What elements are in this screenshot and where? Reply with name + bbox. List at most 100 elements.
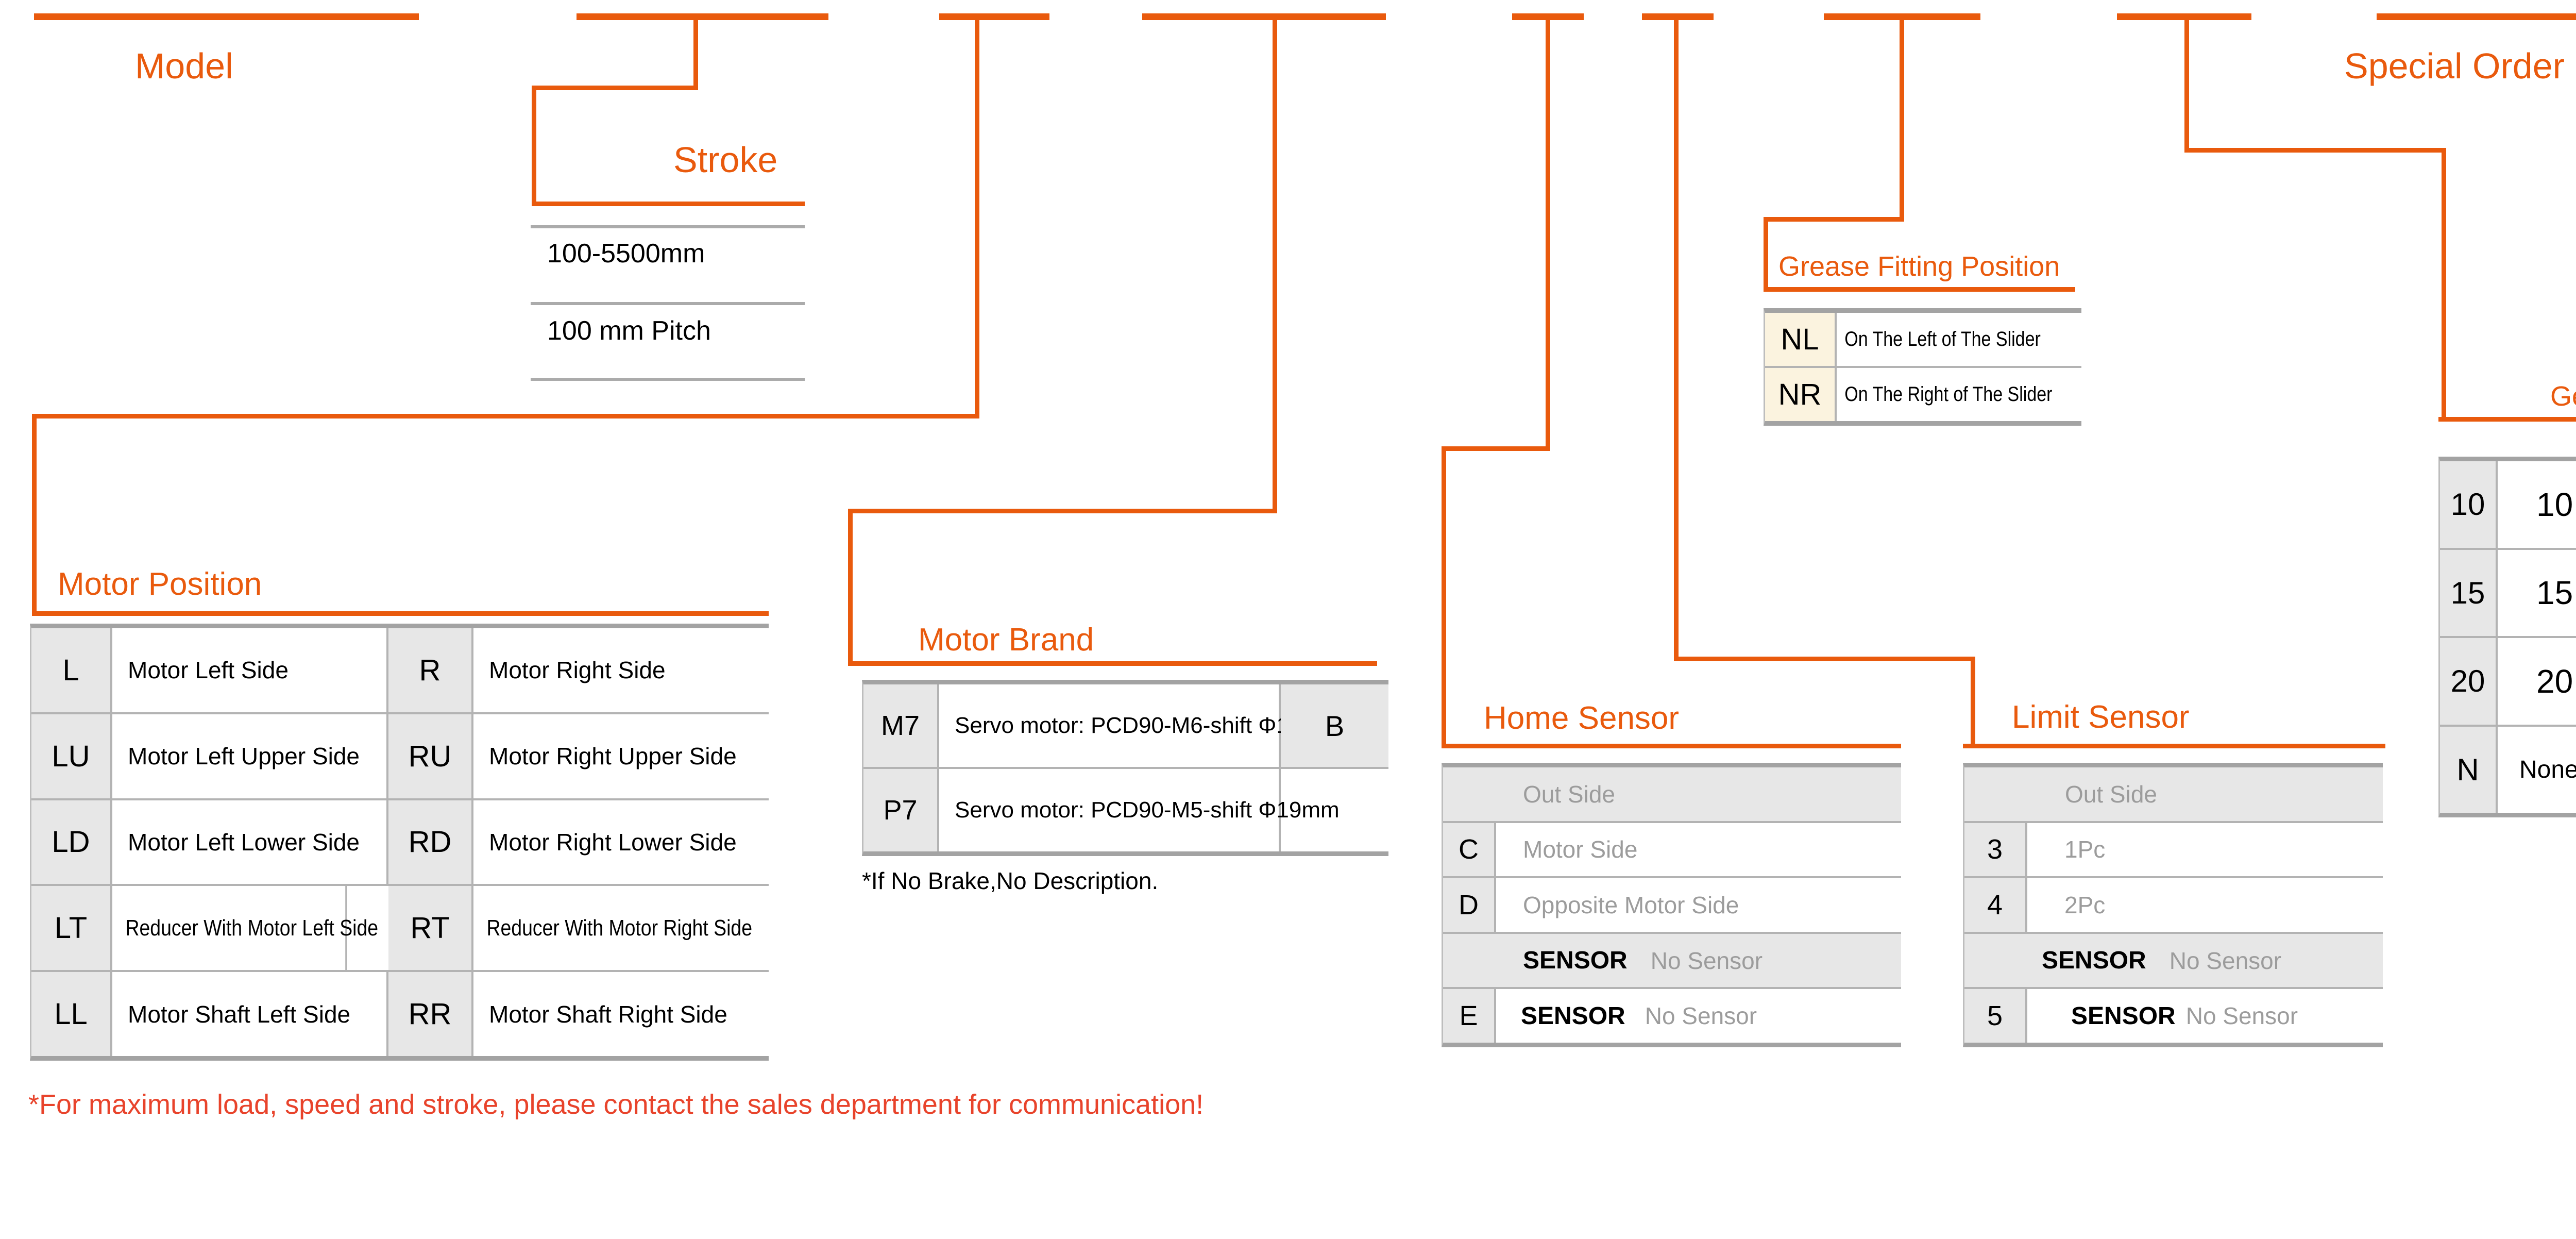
code-cell: P7 [863,769,939,851]
desc-cell: 10:1 [2536,485,2576,523]
home-sensor-table: Out Side C Motor Side D Opposite Motor S… [1442,763,1901,1047]
desc-cell: Motor Shaft Left Side [112,972,388,1056]
tick-gearbox [2117,13,2251,20]
sensor-cell: SENSOR No Sensor [2027,989,2298,1043]
connector-gearbox [2184,148,2446,153]
code-cell: E [1443,989,1496,1043]
desc-cell: On The Right of The Slider [1844,383,2053,406]
connector-limit-sensor [1674,15,1679,661]
desc-cell: Motor Shaft Right Side [489,1000,727,1028]
underline-gearbox [2438,417,2576,422]
code-cell: NL [1765,313,1837,366]
table-row: LD Motor Left Lower Side RD Motor Right … [31,800,769,886]
sensor-value: No Sensor [2169,947,2282,974]
motor-position-table: L Motor Left Side R Motor Right Side LU … [30,624,769,1061]
code-cell: NR [1765,368,1837,421]
connector-motor-brand [1273,15,1277,513]
table-row: 5 SENSOR No Sensor [1964,989,2383,1043]
code-cell: C [1443,823,1496,877]
code-cell: 3 [1964,823,2027,877]
code-cell: R [388,628,473,712]
table-row: 10 10:1 [2440,461,2576,550]
connector-limit-sensor [1971,657,1975,748]
desc-cell: Motor Side [1523,836,1638,863]
desc-cell: Motor Left Lower Side [112,800,388,884]
connector-home-sensor [1442,446,1446,746]
tick-motor-position [939,13,1049,20]
code-cell: L [31,628,112,712]
limit-sensor-title: Limit Sensor [2012,699,2190,735]
table-row: NR On The Right of The Slider [1765,368,2081,421]
code-cell: LU [31,714,112,798]
tick-motor-brand [1142,13,1386,20]
desc-cell: None Gearbox Type [2519,756,2576,783]
code-cell: 4 [1964,878,2027,932]
connector-limit-sensor [1674,657,1975,661]
connector-motor-brand [848,509,1277,513]
desc-cell: 15:1 [2536,574,2576,612]
desc-cell: 2Pc [2064,891,2106,918]
sensor-value: No Sensor [2185,1002,2298,1030]
code-cell: 10 [2440,461,2498,548]
desc-cell: Opposite Motor Side [1523,891,1739,918]
desc-cell: Motor Right Lower Side [489,828,737,856]
motor-brand-note: *If No Brake,No Description. [862,867,1159,894]
table-row: C Motor Side [1443,823,1901,879]
footnote: *For maximum load, speed and stroke, ple… [28,1089,1204,1120]
stroke-rule-2 [531,302,805,305]
sensor-label: SENSOR [2042,947,2146,975]
header-label: Out Side [1523,780,1615,808]
code-cell: RR [388,972,473,1056]
underline-limit-sensor [1963,744,2385,748]
code-cell: LL [31,972,112,1056]
home-sensor-title: Home Sensor [1484,700,1680,736]
connector-motor-brand [848,509,853,666]
table-row: 15 15:1 [2440,549,2576,638]
table-row: D Opposite Motor Side [1443,878,1901,934]
code-cell: D [1443,878,1496,932]
connector-gearbox [2184,15,2189,153]
desc-cell: Servo motor: PCD90-M5-shift Φ19mm [939,769,1340,851]
table-row: M7 Servo motor: PCD90-M6-shift Φ19mm B [863,684,1388,769]
table-row: 4 2Pc [1964,878,2383,934]
sensor-label: SENSOR [1521,1002,1625,1030]
connector-motor-position [32,414,979,418]
desc-cell: Reducer With Motor Right Side [486,915,752,941]
sensor-value: No Sensor [1650,947,1763,974]
connector-gearbox [2442,148,2446,422]
desc-cell: 20:1 [2536,662,2576,700]
sensor-cell: SENSOR No Sensor [1964,934,2281,987]
table-row: Out Side [1443,767,1901,823]
grease-table: NL On The Left of The Slider NR On The R… [1764,308,2081,426]
brake-cell [1281,769,1388,851]
desc-cell: 1Pc [2064,836,2106,863]
header-cell: Out Side [1964,767,2157,821]
tick-model [34,13,419,20]
desc-cell: Motor Right Upper Side [489,743,737,770]
table-row: N None Gearbox Type [2440,726,2576,813]
table-row: NL On The Left of The Slider [1765,313,2081,368]
code-cell: RT [388,886,473,970]
sensor-label: SENSOR [2071,1002,2176,1030]
table-row: E SENSOR No Sensor [1443,989,1901,1043]
code-cell: 5 [1964,989,2027,1043]
underline-home-sensor [1442,744,1901,748]
gearbox-table: 10 10:1 15 15:1 20 20:1 N None Gearbox T… [2438,457,2576,817]
model-title: Model [135,46,233,86]
connector-motor-position [32,414,37,616]
table-row: L Motor Left Side R Motor Right Side [31,628,769,714]
connector-grease [1764,217,1768,292]
sensor-label: SENSOR [1523,947,1628,975]
desc-cell: Motor Left Side [112,628,388,712]
table-row: 3 1Pc [1964,823,2383,879]
grease-title: Grease Fitting Position [1778,251,2060,282]
table-row: P7 Servo motor: PCD90-M5-shift Φ19mm [863,769,1388,851]
connector-home-sensor [1442,446,1550,451]
brake-cell: B [1281,684,1388,767]
sensor-cell: SENSOR No Sensor [1443,934,1762,987]
stroke-title: Stroke [673,140,778,180]
table-row: SENSOR No Sensor [1443,933,1901,990]
header-label: Out Side [2065,780,2157,808]
sensor-value: No Sensor [1645,1002,1757,1030]
